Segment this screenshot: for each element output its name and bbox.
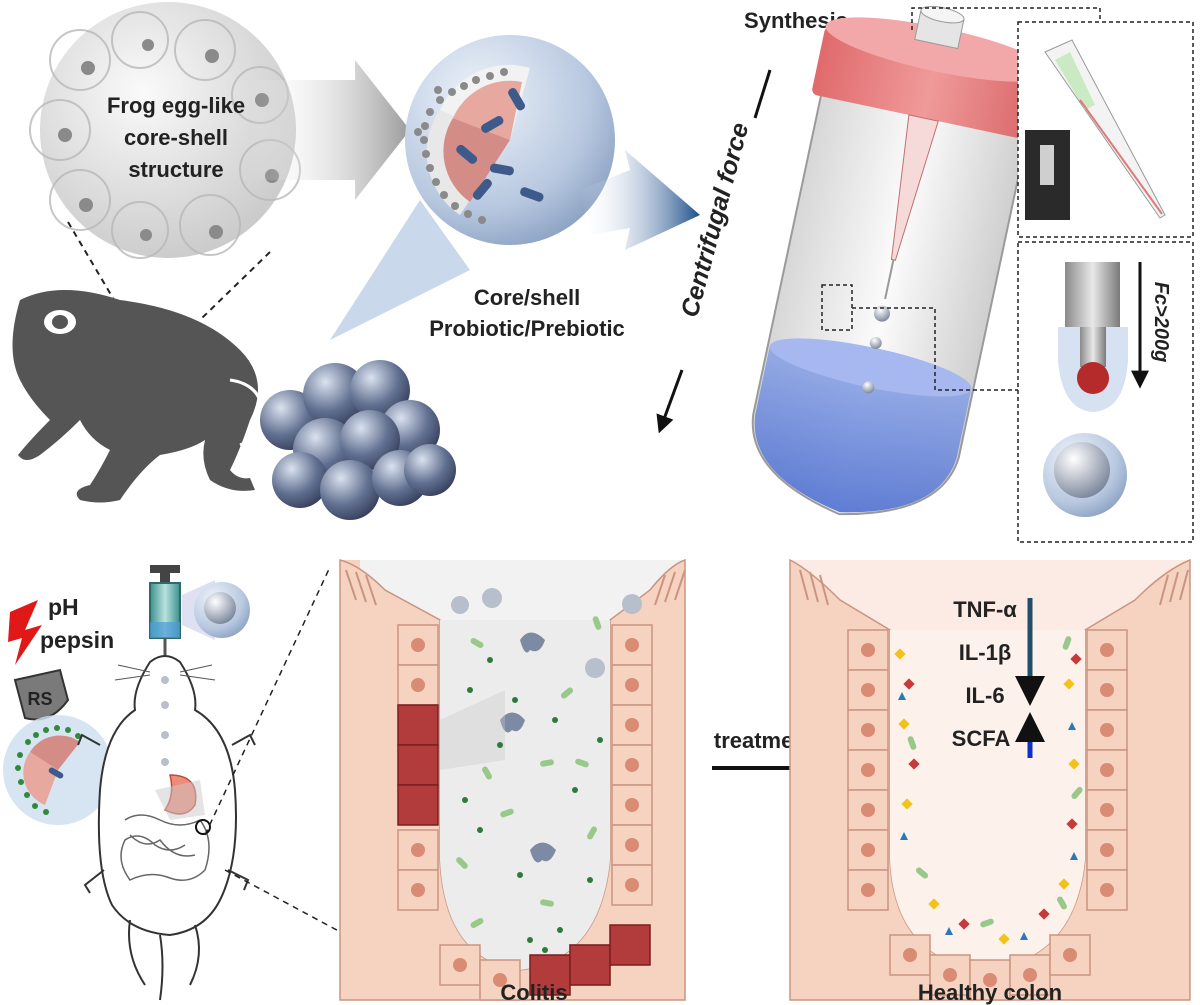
healthy-colon-label: Healthy colon <box>918 980 1062 1005</box>
marker-tnf: TNF-α <box>953 597 1017 622</box>
pepsin-label: pepsin <box>40 627 114 653</box>
rs-shield: RS <box>13 668 70 721</box>
callout-line <box>201 251 271 319</box>
core-shell-sphere <box>330 35 615 340</box>
zoom-beam <box>155 780 205 820</box>
marker-il1b: IL-1β <box>959 640 1012 665</box>
pipette-tip <box>1044 39 1166 219</box>
centrifuge-tube <box>751 5 1051 516</box>
force-threshold-group: Fc>200g <box>1150 282 1172 363</box>
capsule-core <box>1054 442 1110 498</box>
frog-icon <box>12 290 264 503</box>
swallowed-capsules <box>161 676 169 766</box>
force-line <box>753 69 772 119</box>
intestine-icon <box>120 814 210 881</box>
frog-egg-label-3: structure <box>128 157 223 182</box>
microcapsule-cluster <box>260 360 456 520</box>
frog-egg-label-2: core-shell <box>124 125 228 150</box>
process-arrow <box>250 60 410 200</box>
callout-line <box>204 566 331 836</box>
core-shell-label-2: Probiotic/Prebiotic <box>429 316 625 341</box>
rs-label: RS <box>27 689 52 709</box>
syringe-icon <box>149 565 250 660</box>
marker-il6: IL-6 <box>965 683 1004 708</box>
photo-tube <box>1040 145 1054 185</box>
capsule-cross-section <box>3 715 113 825</box>
connector-line <box>852 307 1018 391</box>
colitis-label: Colitis <box>500 980 567 1005</box>
healthy-colon-crypt <box>789 558 1191 1001</box>
ph-label: pH <box>48 594 79 620</box>
nozzle-droplet <box>1058 262 1128 412</box>
marker-scfa: SCFA <box>952 726 1011 751</box>
colitis-crypt <box>339 558 686 1001</box>
whiskers <box>114 664 216 681</box>
connector-line <box>911 7 1101 30</box>
lightning-icon <box>8 600 42 665</box>
process-arrow <box>580 150 700 250</box>
force-arrow <box>656 369 684 434</box>
frog-egg-label-1: Frog egg-like <box>107 93 245 118</box>
force-threshold-label: Fc>200g <box>1150 282 1172 363</box>
zoom-target <box>195 819 211 835</box>
core-shell-label-1: Core/shell <box>474 285 580 310</box>
